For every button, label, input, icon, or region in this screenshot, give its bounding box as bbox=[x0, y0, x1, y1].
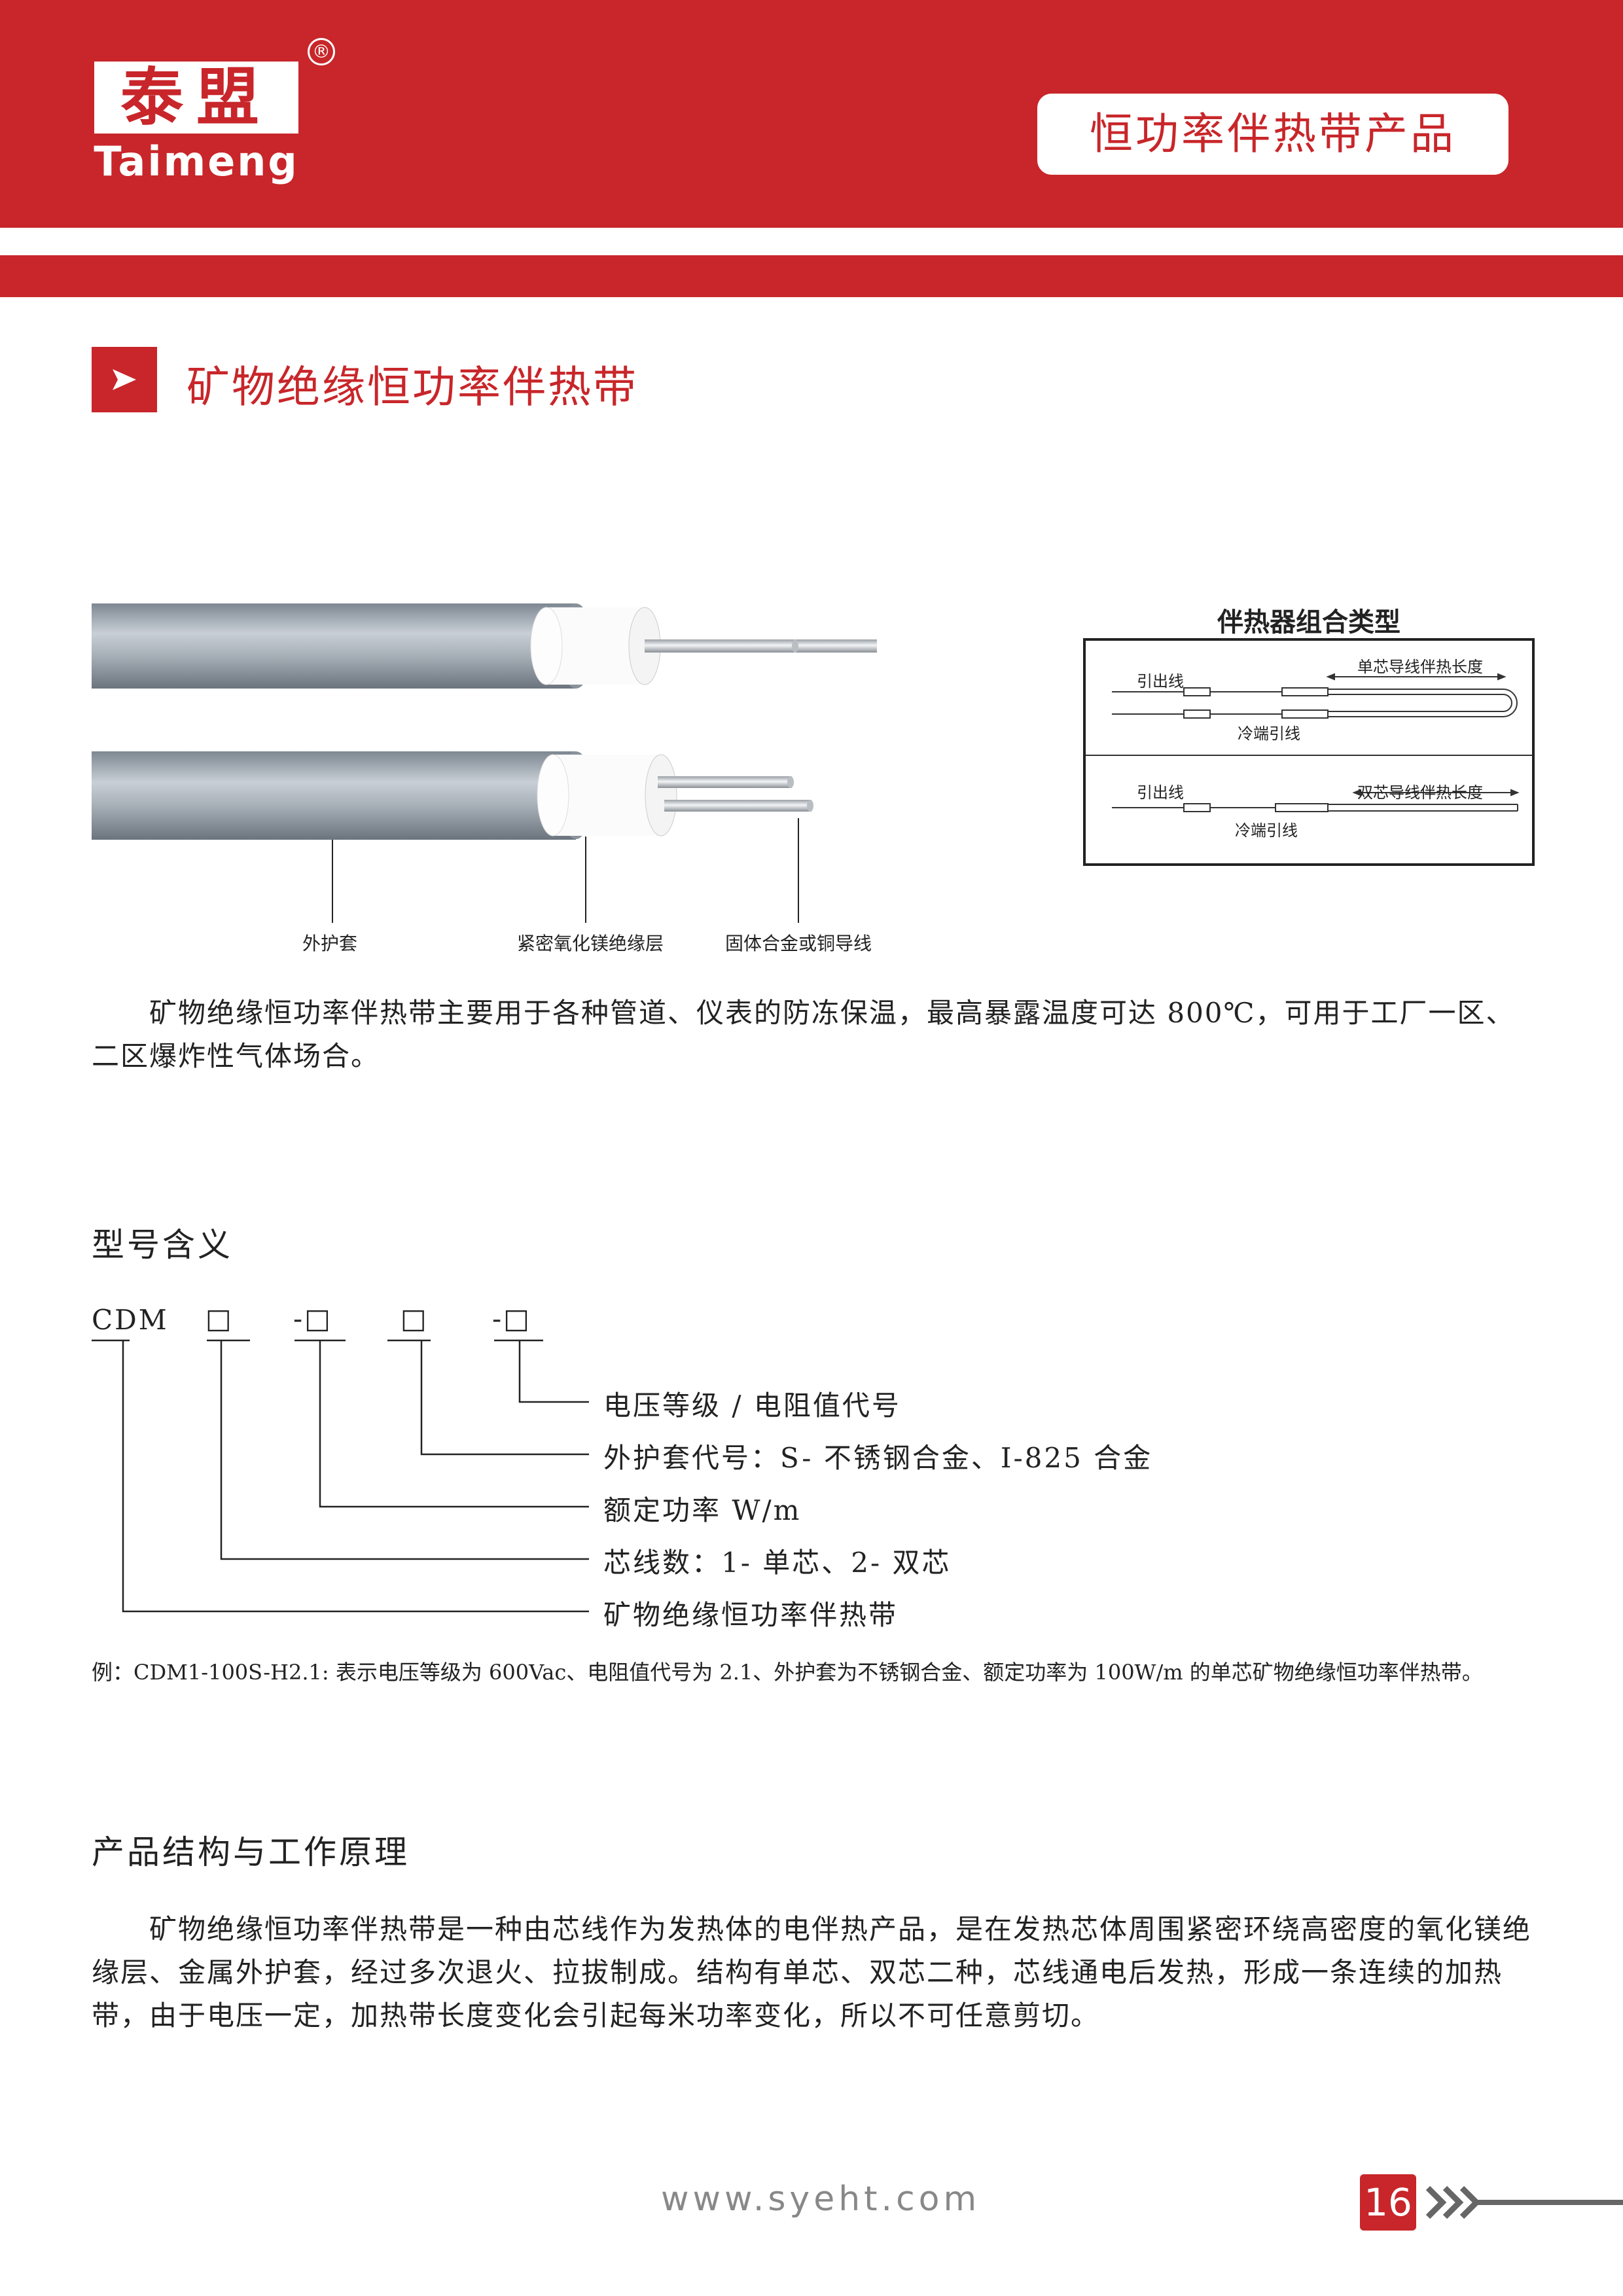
model-box-power: -□ bbox=[293, 1302, 332, 1335]
model-box-voltage: -□ bbox=[492, 1302, 531, 1335]
model-example: 例：CDM1-100S-H2.1: 表示电压等级为 600Vac、电阻值代号为 … bbox=[92, 1660, 1483, 1685]
page-number: 16 bbox=[1364, 2180, 1412, 2225]
legend-sheath: 外护套代号：S- 不锈钢合金、I-825 合金 bbox=[603, 1442, 1153, 1474]
wiring-diagram: 引出线 单芯导线伴热长度 冷端引线 引出线 双芯导线伴热长度 冷端引线 bbox=[1083, 638, 1535, 866]
double-lead-label: 引出线 bbox=[1137, 783, 1184, 802]
model-heading: 型号含义 bbox=[92, 1226, 233, 1264]
footer-url: www.syeht.com bbox=[661, 2179, 981, 2219]
legend-voltage: 电压等级 / 电阻值代号 bbox=[603, 1390, 901, 1422]
single-cold-lead-label: 冷端引线 bbox=[1238, 725, 1300, 743]
header-title: 恒功率伴热带产品 bbox=[1090, 109, 1456, 159]
principle-heading: 产品结构与工作原理 bbox=[92, 1833, 410, 1871]
arrow-right-icon bbox=[92, 347, 157, 412]
principle-paragraph: 矿物绝缘恒功率伴热带是一种由芯线作为发热体的电伴热产品，是在发热芯体周围紧密环绕… bbox=[92, 1913, 1532, 2032]
cable-illustration bbox=[92, 603, 877, 923]
intro-paragraph: 矿物绝缘恒功率伴热带主要用于各种管道、仪表的防冻保温，最高暴露温度可达 800℃… bbox=[92, 997, 1515, 1072]
logo-chinese: 泰盟 bbox=[120, 61, 272, 134]
label-outer-sheath: 外护套 bbox=[302, 933, 358, 954]
double-cold-lead-label: 冷端引线 bbox=[1235, 821, 1298, 840]
single-core-cable bbox=[92, 603, 877, 689]
legend-cores: 芯线数：1- 单芯、2- 双芯 bbox=[603, 1547, 952, 1579]
diagram-title: 伴热器组合类型 bbox=[1217, 607, 1400, 637]
page-number-box bbox=[1360, 2174, 1416, 2231]
label-mgo-insulation: 紧密氧化镁绝缘层 bbox=[517, 933, 664, 954]
single-lead-label: 引出线 bbox=[1137, 672, 1184, 691]
model-connector-lines bbox=[92, 1339, 589, 1613]
logo-box bbox=[92, 59, 301, 136]
model-box-sheath: □ bbox=[401, 1302, 429, 1335]
header-title-pill bbox=[1037, 94, 1508, 175]
double-core-cable bbox=[92, 751, 813, 840]
model-code-prefix: CDM bbox=[92, 1304, 169, 1336]
logo-english: Taimeng bbox=[94, 137, 299, 185]
double-heat-length-label: 双芯导线伴热长度 bbox=[1357, 783, 1483, 802]
legend-power: 额定功率 W/m bbox=[603, 1494, 802, 1526]
label-conductor: 固体合金或铜导线 bbox=[725, 933, 872, 954]
single-heat-length-label: 单芯导线伴热长度 bbox=[1357, 658, 1483, 676]
section-title: 矿物绝缘恒功率伴热带 bbox=[187, 362, 638, 412]
legend-product: 矿物绝缘恒功率伴热带 bbox=[603, 1599, 899, 1631]
model-box-cores: □ bbox=[205, 1302, 234, 1335]
registered-mark: ® bbox=[308, 38, 335, 65]
double-chevron-right-icon bbox=[1425, 2185, 1623, 2219]
header-stripe bbox=[0, 255, 1623, 297]
